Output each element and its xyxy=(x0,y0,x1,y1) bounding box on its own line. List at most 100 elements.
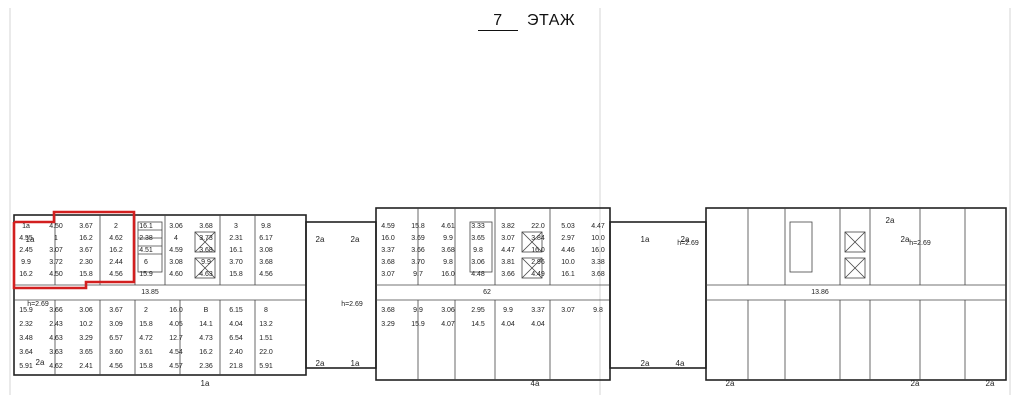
room-label: 2.96 xyxy=(531,259,545,266)
room-label: 4.56 xyxy=(259,271,273,278)
room-label: 10.0 xyxy=(561,259,575,266)
room-label: 3.64 xyxy=(19,349,33,356)
room-label: 2.45 xyxy=(19,247,33,254)
room-label: 3.68 xyxy=(259,259,273,266)
room-label: 9.9 xyxy=(413,307,423,314)
room-label: 2.43 xyxy=(49,321,63,328)
room-label: 16.2 xyxy=(19,271,33,278)
room-label: 6.57 xyxy=(109,335,123,342)
elevator-cross xyxy=(194,257,216,279)
room-label: 3.37 xyxy=(531,307,545,314)
room-label: 2.40 xyxy=(229,349,243,356)
room-label: 15.8 xyxy=(411,223,425,230)
room-label: 15.9 xyxy=(411,321,425,328)
room-label: 8 xyxy=(264,307,268,314)
room-label: 2.36 xyxy=(199,363,213,370)
section-right-outline xyxy=(705,207,1007,381)
elevator-cross xyxy=(844,231,866,253)
balcony-label: 2a xyxy=(641,359,650,368)
room-label: 3.07 xyxy=(49,247,63,254)
elevator-cross xyxy=(521,231,543,253)
room-label: B xyxy=(204,307,209,314)
room-label: 5.91 xyxy=(19,363,33,370)
room-label: 2.97 xyxy=(561,235,575,242)
room-label: 4.62 xyxy=(109,235,123,242)
room-label: 2.32 xyxy=(19,321,33,328)
section-middle xyxy=(305,207,707,381)
room-label: 22.0 xyxy=(259,349,273,356)
room-label: 4.47 xyxy=(591,223,605,230)
room-label: 3.48 xyxy=(19,335,33,342)
room-label: 3.70 xyxy=(229,259,243,266)
room-label: 4.72 xyxy=(139,335,153,342)
room-label: 3.33 xyxy=(471,223,485,230)
room-label: 2.95 xyxy=(471,307,485,314)
room-label: 4.56 xyxy=(109,271,123,278)
room-label: 4.55 xyxy=(19,235,33,242)
room-label: 5.03 xyxy=(561,223,575,230)
stair xyxy=(789,221,813,273)
room-label: 4.73 xyxy=(199,335,213,342)
room-label: 4.04 xyxy=(501,321,515,328)
room-label: 3.68 xyxy=(199,223,213,230)
room-label: 2.44 xyxy=(109,259,123,266)
room-label: 4.59 xyxy=(381,223,395,230)
elevator xyxy=(194,257,216,279)
room-label: 3.69 xyxy=(411,235,425,242)
room-label: 3.65 xyxy=(471,235,485,242)
highlighted-apartment-outline xyxy=(12,210,136,290)
room-label: 4.46 xyxy=(561,247,575,254)
room-label: 3.06 xyxy=(471,259,485,266)
room-label: 1 xyxy=(54,235,58,242)
room-label: 15.8 xyxy=(229,271,243,278)
room-label: 4.05 xyxy=(169,321,183,328)
floor-label: ЭТАЖ xyxy=(526,12,576,29)
room-label: 3.06 xyxy=(79,307,93,314)
room-label: 3.66 xyxy=(411,247,425,254)
room-label: 3.81 xyxy=(501,259,515,266)
room-label: 2.31 xyxy=(229,235,243,242)
floor-number: 7 xyxy=(478,12,518,31)
room-label: 3.29 xyxy=(381,321,395,328)
elevator-cross xyxy=(521,257,543,279)
room-label: 3.63 xyxy=(49,349,63,356)
elevator xyxy=(521,231,543,253)
balcony-label: 2a xyxy=(726,379,735,388)
room-label: 2 xyxy=(144,307,148,314)
room-label: 1a xyxy=(22,223,30,230)
room-label: 3.29 xyxy=(79,335,93,342)
balcony-label: 2a xyxy=(986,379,995,388)
room-label: 6 xyxy=(144,259,148,266)
room-label: 3.72 xyxy=(49,259,63,266)
elevator-cross xyxy=(194,231,216,253)
room-label: 3.37 xyxy=(381,247,395,254)
room-label: 2.30 xyxy=(79,259,93,266)
balcony-label: 2a xyxy=(901,235,910,244)
room-label: 6.17 xyxy=(259,235,273,242)
room-label: 3.67 xyxy=(79,223,93,230)
room-label: 9.8 xyxy=(473,247,483,254)
room-label: 10.0 xyxy=(591,235,605,242)
balcony-label: 1a xyxy=(26,235,35,244)
elevator xyxy=(844,231,866,253)
room-label: 3.08 xyxy=(259,247,273,254)
room-label: 12.7 xyxy=(169,335,183,342)
balcony-label: 4a xyxy=(676,359,685,368)
room-label: 3.06 xyxy=(441,307,455,314)
elevator xyxy=(521,257,543,279)
room-label: 4.51 xyxy=(139,247,153,254)
room-label: 4.62 xyxy=(49,363,63,370)
room-label: 3.07 xyxy=(561,307,575,314)
room-label: 10.2 xyxy=(79,321,93,328)
room-label: 16.1 xyxy=(229,247,243,254)
room-label: 4.50 xyxy=(49,271,63,278)
section-middle-outline xyxy=(375,207,611,381)
corridor-label: h=2.69 xyxy=(341,301,363,308)
room-label: 5.91 xyxy=(259,363,273,370)
room-label: 16.0 xyxy=(441,271,455,278)
room-label: 16.2 xyxy=(109,247,123,254)
elevator xyxy=(844,257,866,279)
room-label: 4.49 xyxy=(531,271,545,278)
room-label: 4.56 xyxy=(109,363,123,370)
